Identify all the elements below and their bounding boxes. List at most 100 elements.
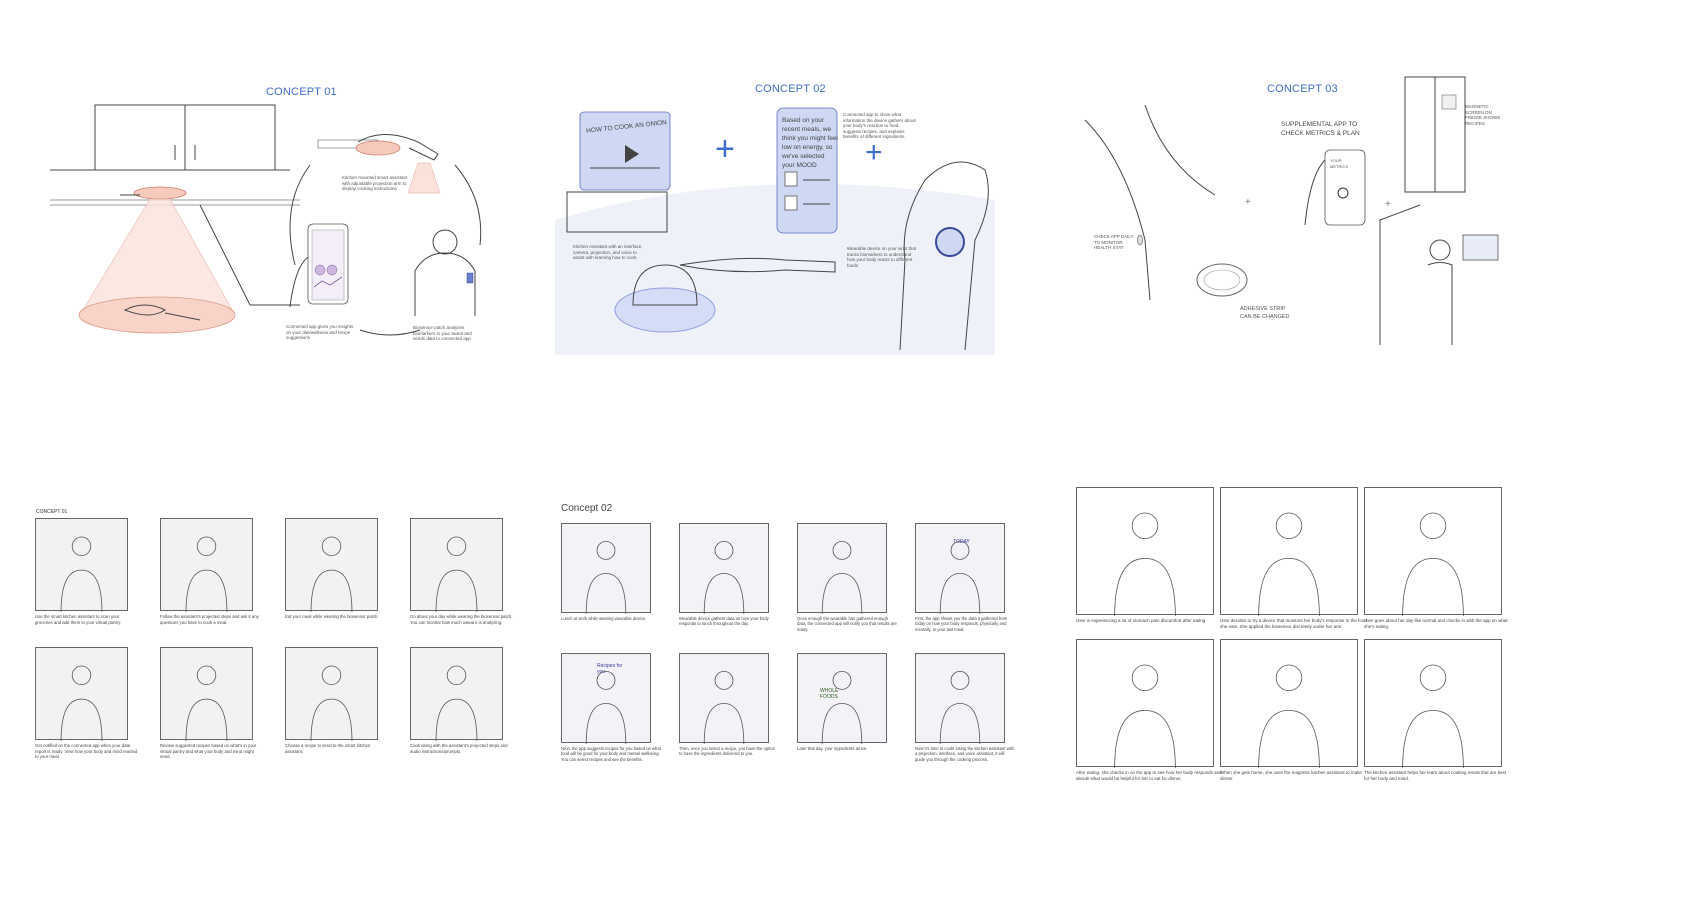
concept-03-scene: + + <box>1084 76 1499 345</box>
storyboard-02-grid: Lunch at work while wearing wearable dev… <box>561 523 1021 783</box>
concept-02-app-caption: Connected app to show what information t… <box>843 112 916 139</box>
storyboard_02-panel-4 <box>915 523 1005 615</box>
storyboard_03-caption-5: When she gets home, she uses the magneti… <box>1220 770 1362 781</box>
storyboard_03-panel-6-sketch <box>1402 664 1464 769</box>
storyboard_01-panel-8 <box>410 647 503 742</box>
storyboard_03-caption-3: User goes about her day like normal and … <box>1364 618 1508 629</box>
storyboard_03-panel-6 <box>1364 639 1502 769</box>
storyboard_03-panel-4 <box>1076 639 1214 769</box>
storyboard_03-panel-1 <box>1076 487 1214 617</box>
concept-03-fridge-note: MAGNETIC SCREEN ON FRIDGE SHOWS RECIPES <box>1465 104 1501 126</box>
storyboard_02-panel-6-sketch <box>703 670 745 745</box>
storyboard_01-caption-6: Review suggested recipes based on what's… <box>160 743 257 759</box>
storyboard_01-panel-2 <box>160 518 253 613</box>
storyboard_03-panel-3-sketch <box>1402 512 1464 617</box>
storyboard_01-caption-8: Cook along with the assistant's projecte… <box>410 743 508 754</box>
concept-01-patch-caption: Biosensor patch analyzes biomarkers in y… <box>413 325 472 341</box>
storyboard_02-panel-1 <box>561 523 651 615</box>
storyboard_01-panel-7-sketch <box>310 665 353 742</box>
storyboard_01-panel-7 <box>285 647 378 742</box>
storyboard_03-panel-4-sketch <box>1114 664 1176 769</box>
storyboard_02-panel-2 <box>679 523 769 615</box>
concept-03-adhesive-note: ADHESIVE STRIP CAN BE CHANGED <box>1240 306 1290 320</box>
storyboard_02-panel-5-sketch <box>585 670 627 745</box>
concept-01-patch-sketch <box>414 229 476 316</box>
storyboard_01-panel-1 <box>35 518 128 613</box>
storyboard_01-caption-7: Choose a recipe to send to the smart kit… <box>285 743 371 754</box>
storyboard_02-caption-5: Next, the app suggests recipes for you b… <box>561 746 661 762</box>
storyboard_01-panel-8-sketch <box>435 665 478 742</box>
concept-01-arm-caption: Kitchen mounted smart assistant with adj… <box>342 175 408 191</box>
storyboard_02-caption-6: Then, once you select a recipe, you have… <box>679 746 775 757</box>
concept-01-title: CONCEPT 01 <box>266 86 337 98</box>
storyboard_03-panel-2 <box>1220 487 1358 617</box>
storyboard_03-caption-6: The kitchen assistant helps her learn ab… <box>1364 770 1507 781</box>
storyboard_03-panel-1-sketch <box>1114 512 1176 617</box>
storyboard-02-bag-label: WHOLE FOODS <box>820 688 839 700</box>
concept-01-app-caption: Connected app gives you insights on your… <box>286 324 354 340</box>
storyboard-02-title: Concept 02 <box>561 503 613 514</box>
svg-text:+: + <box>715 130 735 168</box>
concept-02-scene: + + <box>555 107 995 355</box>
storyboard_02-panel-7-sketch <box>821 670 863 745</box>
storyboard-01-grid: Use the smart kitchen assistant to scan … <box>35 518 515 778</box>
storyboard_03-caption-4: After eating, she checks in on the app t… <box>1076 770 1222 781</box>
concept-01-phone-sketch <box>289 223 349 308</box>
storyboard_02-caption-8: Now it's time to cook! Using the kitchen… <box>915 746 1015 762</box>
storyboard_02-panel-5 <box>561 653 651 745</box>
storyboard_01-caption-2: Follow the assistant's projected steps a… <box>160 614 259 625</box>
svg-text:+: + <box>1385 199 1391 210</box>
concept-03-patch-note: CHECK APP DAILY TO MONITOR HEALTH STAT <box>1094 234 1134 250</box>
storyboard_02-caption-4: First, the app shows you the data it gat… <box>915 616 1008 632</box>
storyboard_03-caption-1: User is experiencing a lot of stomach pa… <box>1076 618 1207 623</box>
concept-02-phone-text: Based on your recent meals, we think you… <box>782 117 839 169</box>
storyboard_01-panel-5-sketch <box>60 665 103 742</box>
storyboard_02-panel-6 <box>679 653 769 745</box>
storyboard-03-grid: User is experiencing a lot of stomach pa… <box>1076 487 1516 797</box>
storyboard_02-panel-4-sketch <box>939 540 981 615</box>
storyboard_01-panel-4-sketch <box>435 536 478 613</box>
concept-03-title: CONCEPT 03 <box>1267 83 1338 95</box>
storyboard_01-panel-6 <box>160 647 253 742</box>
storyboard_03-panel-5 <box>1220 639 1358 769</box>
concept-02-wearable-caption: Wearable device on your wrist that track… <box>847 246 916 268</box>
storyboard-02-recipes-label: Recipes for you <box>597 663 623 675</box>
storyboard_02-panel-7 <box>797 653 887 745</box>
storyboard_01-panel-2-sketch <box>185 536 228 613</box>
concept-02-assistant-caption: Kitchen Assistant with an interface, cam… <box>573 244 643 260</box>
storyboard_02-panel-8 <box>915 653 1005 745</box>
storyboard_02-panel-8-sketch <box>939 670 981 745</box>
storyboard_03-panel-2-sketch <box>1258 512 1320 617</box>
storyboard_01-panel-3 <box>285 518 378 613</box>
concept-03-phone-screen-title: YOUR METRICS <box>1330 158 1348 169</box>
concept-01-arm-device <box>317 134 441 194</box>
storyboard_02-panel-2-sketch <box>703 540 745 615</box>
storyboard_01-panel-4 <box>410 518 503 613</box>
storyboard-01-title: CONCEPT 01 <box>36 509 68 515</box>
concept-01-cycle-arrows <box>289 164 482 336</box>
svg-text:+: + <box>865 136 883 169</box>
storyboard_01-panel-1-sketch <box>60 536 103 613</box>
storyboard_02-panel-3 <box>797 523 887 615</box>
storyboard_03-panel-5-sketch <box>1258 664 1320 769</box>
storyboard_01-panel-3-sketch <box>310 536 353 613</box>
storyboard_02-caption-7: Later that day, your ingredients arrive. <box>797 746 868 751</box>
storyboard_01-caption-4: Go about your day while wearing the bios… <box>410 614 513 625</box>
storyboard_01-caption-1: Use the smart kitchen assistant to scan … <box>35 614 122 625</box>
storyboard_03-panel-3 <box>1364 487 1502 617</box>
storyboard_01-caption-5: Get notified on the connected app when y… <box>35 743 138 759</box>
storyboard_01-panel-5 <box>35 647 128 742</box>
storyboard_02-panel-1-sketch <box>585 540 627 615</box>
concept-01-kitchen-sketch <box>50 104 300 334</box>
storyboard-02-today-label: TODAY <box>953 539 970 545</box>
storyboard_01-caption-3: Eat your meal while wearing the biosenso… <box>285 614 379 619</box>
storyboard_01-panel-6-sketch <box>185 665 228 742</box>
concept-03-phone-heading: SUPPLEMENTAL APP TO CHECK METRICS & PLAN <box>1281 121 1360 137</box>
storyboard_02-caption-2: Wearable device gathers data on how your… <box>679 616 769 627</box>
storyboard_03-caption-2: User decides to try a device that monito… <box>1220 618 1367 629</box>
storyboard_02-panel-3-sketch <box>821 540 863 615</box>
storyboard_02-caption-3: Once enough the wearable has gathered en… <box>797 616 897 632</box>
concept-02-title: CONCEPT 02 <box>755 83 826 95</box>
storyboard_02-caption-1: Lunch at work while wearing wearable dev… <box>561 616 647 621</box>
svg-text:+: + <box>1245 197 1251 208</box>
